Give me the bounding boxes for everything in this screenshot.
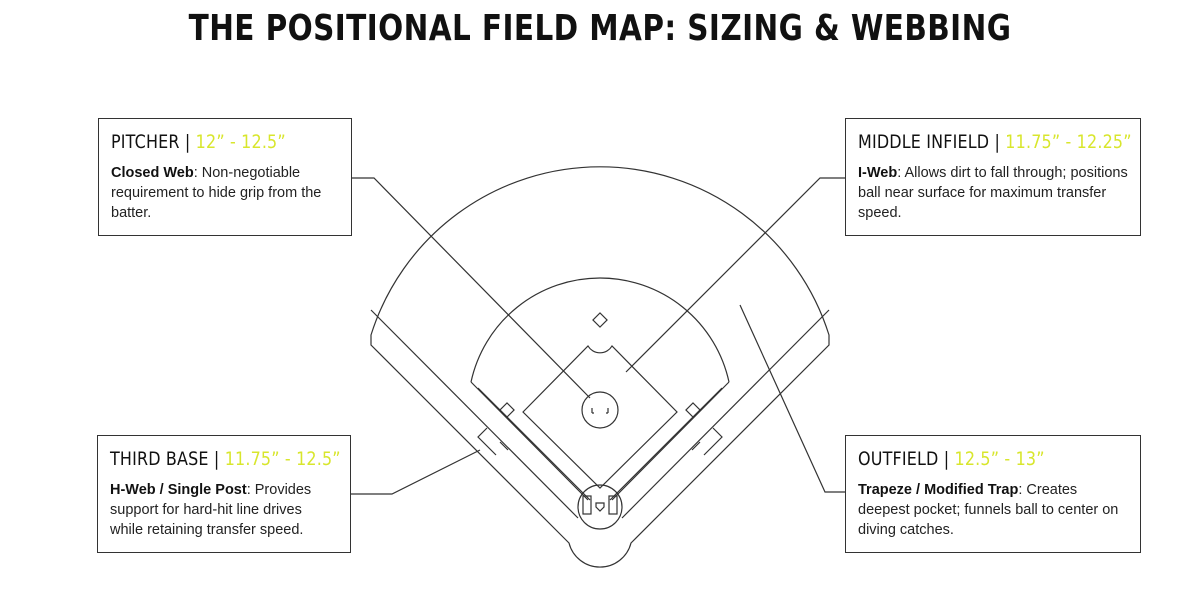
foul-line-left [370,309,579,519]
outfield-position-label: OUTFIELD | [858,448,950,470]
third-base-description: : Provides support for hard-hit line dri… [110,482,312,538]
middle-infield-description: : Allows dirt to fall through; positions… [858,165,1128,221]
third-base-heading: THIRD BASE | 11.75” - 12.5” [110,448,341,470]
base-paths [522,345,678,489]
middle-infield-leader-line [625,177,846,373]
third-base [499,402,515,418]
middle-infield-description-block: I-Web: Allows dirt to fall through; posi… [858,163,1128,223]
pitcher-rubber [591,408,609,414]
third-base-info-box: THIRD BASE | 11.75” - 12.5” H-Web / Sing… [97,435,351,553]
pitcher-description: : Non-negotiable requirement to hide gri… [111,165,322,221]
pitcher-web-type: Closed Web [111,165,194,181]
pitcher-position-label: PITCHER | [111,131,191,153]
home-plate [595,502,605,512]
third-base-description-block: H-Web / Single Post: Provides support fo… [110,480,338,540]
foul-line-right [621,309,830,519]
middle-infield-size-range: 11.75” - 12.25” [1005,131,1132,153]
pitcher-leader-line [351,177,591,399]
third-base-position-label: THIRD BASE | [110,448,220,470]
page-title: THE POSITIONAL FIELD MAP: SIZING & WEBBI… [188,8,1012,49]
infield-dirt [470,381,730,501]
coach-box-left [477,427,509,456]
outfield-description-block: Trapeze / Modified Trap: Creates deepest… [858,480,1128,540]
outfield-leader-line [739,304,846,493]
pitcher-size-range: 12” - 12.5” [195,131,286,153]
middle-infield-web-type: I-Web [858,165,898,181]
outfield-description: : Creates deepest pocket; funnels ball t… [858,482,1119,538]
middle-infield-heading: MIDDLE INFIELD | 11.75” - 12.25” [858,131,1131,153]
pitcher-description-block: Closed Web: Non-negotiable requirement t… [111,163,339,223]
third-base-web-type: H-Web / Single Post [110,482,247,498]
second-base [592,312,608,328]
pitcher-heading: PITCHER | 12” - 12.5” [111,131,303,153]
third-base-leader-line [350,449,481,495]
middle-infield-position-label: MIDDLE INFIELD | [858,131,1001,153]
coach-box-right [691,427,723,456]
outfield-web-type: Trapeze / Modified Trap [858,482,1019,498]
outfield-heading: OUTFIELD | 12.5” - 13” [858,448,1085,470]
outfield-size-range: 12.5” - 13” [954,448,1045,470]
batter-box-left [582,495,592,515]
infield-arc [470,277,730,383]
batter-box-right [608,495,618,515]
outfield-boundary [370,166,830,568]
infield-dirt-inner [477,387,723,501]
third-base-size-range: 11.75” - 12.5” [224,448,341,470]
home-plate-circle [577,484,623,530]
middle-infield-info-box: MIDDLE INFIELD | 11.75” - 12.25” I-Web: … [845,118,1141,236]
pitcher-mound [581,391,619,429]
outfield-info-box: OUTFIELD | 12.5” - 13” Trapeze / Modifie… [845,435,1141,553]
first-base [685,402,701,418]
pitcher-info-box: PITCHER | 12” - 12.5” Closed Web: Non-ne… [98,118,352,236]
